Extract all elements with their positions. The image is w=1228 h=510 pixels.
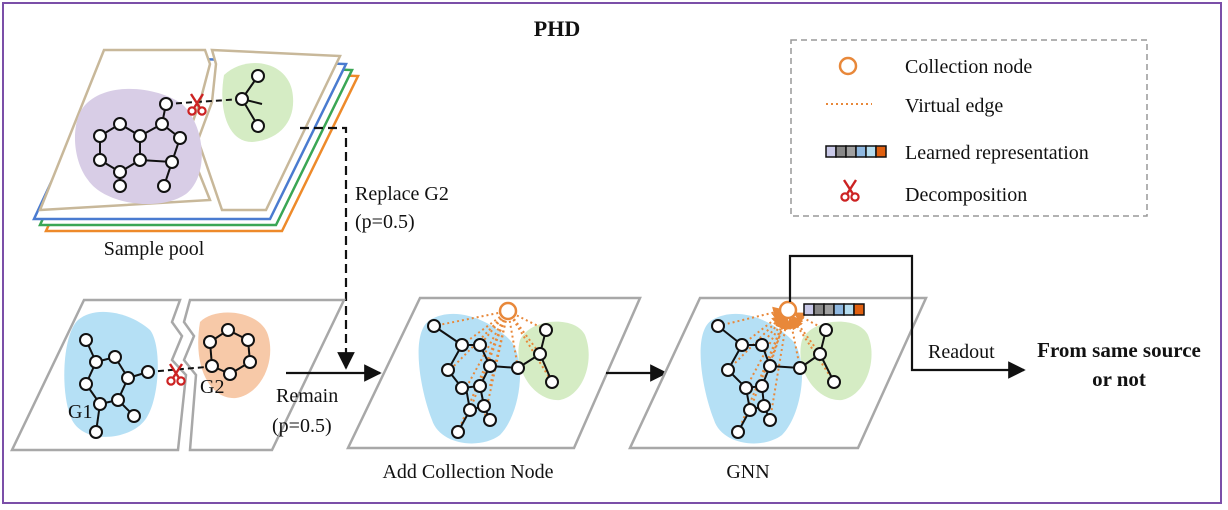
sample-pool-label: Sample pool (104, 238, 205, 260)
legend: Collection node Virtual edge Learned rep… (790, 39, 1148, 217)
replace-label: Replace G2 (355, 183, 449, 205)
replace-probability: (p=0.5) (355, 211, 415, 233)
legend-collection-node: Collection node (905, 56, 1032, 78)
legend-decomposition: Decomposition (905, 184, 1027, 206)
collection-node (778, 300, 798, 320)
remain-label: Remain (276, 385, 338, 407)
collection-node (498, 301, 518, 321)
readout-label: Readout (928, 341, 995, 363)
decomposed-graph (10, 298, 346, 452)
replace-arrow (300, 126, 355, 370)
legend-virtual-edge: Virtual edge (905, 95, 1003, 117)
legend-learned-representation: Learned representation (905, 142, 1089, 164)
gnn-panel (628, 296, 928, 450)
learned-representation-bar (803, 303, 865, 316)
g2-label: G2 (200, 376, 224, 398)
output-label-line2: or not (1092, 367, 1146, 391)
add-collection-node-panel (346, 296, 642, 450)
remain-probability: (p=0.5) (272, 415, 332, 437)
add-collection-node-label: Add Collection Node (382, 461, 553, 483)
readout-arrow (788, 254, 1026, 379)
learned-representation-icon (825, 145, 887, 158)
gnn-label: GNN (726, 461, 769, 483)
g1-label: G1 (68, 401, 92, 423)
collection-node-icon (838, 56, 858, 76)
diagram-title: PHD (534, 16, 580, 41)
output-label-line1: From same source (1037, 338, 1201, 362)
sample-pool (32, 48, 360, 233)
